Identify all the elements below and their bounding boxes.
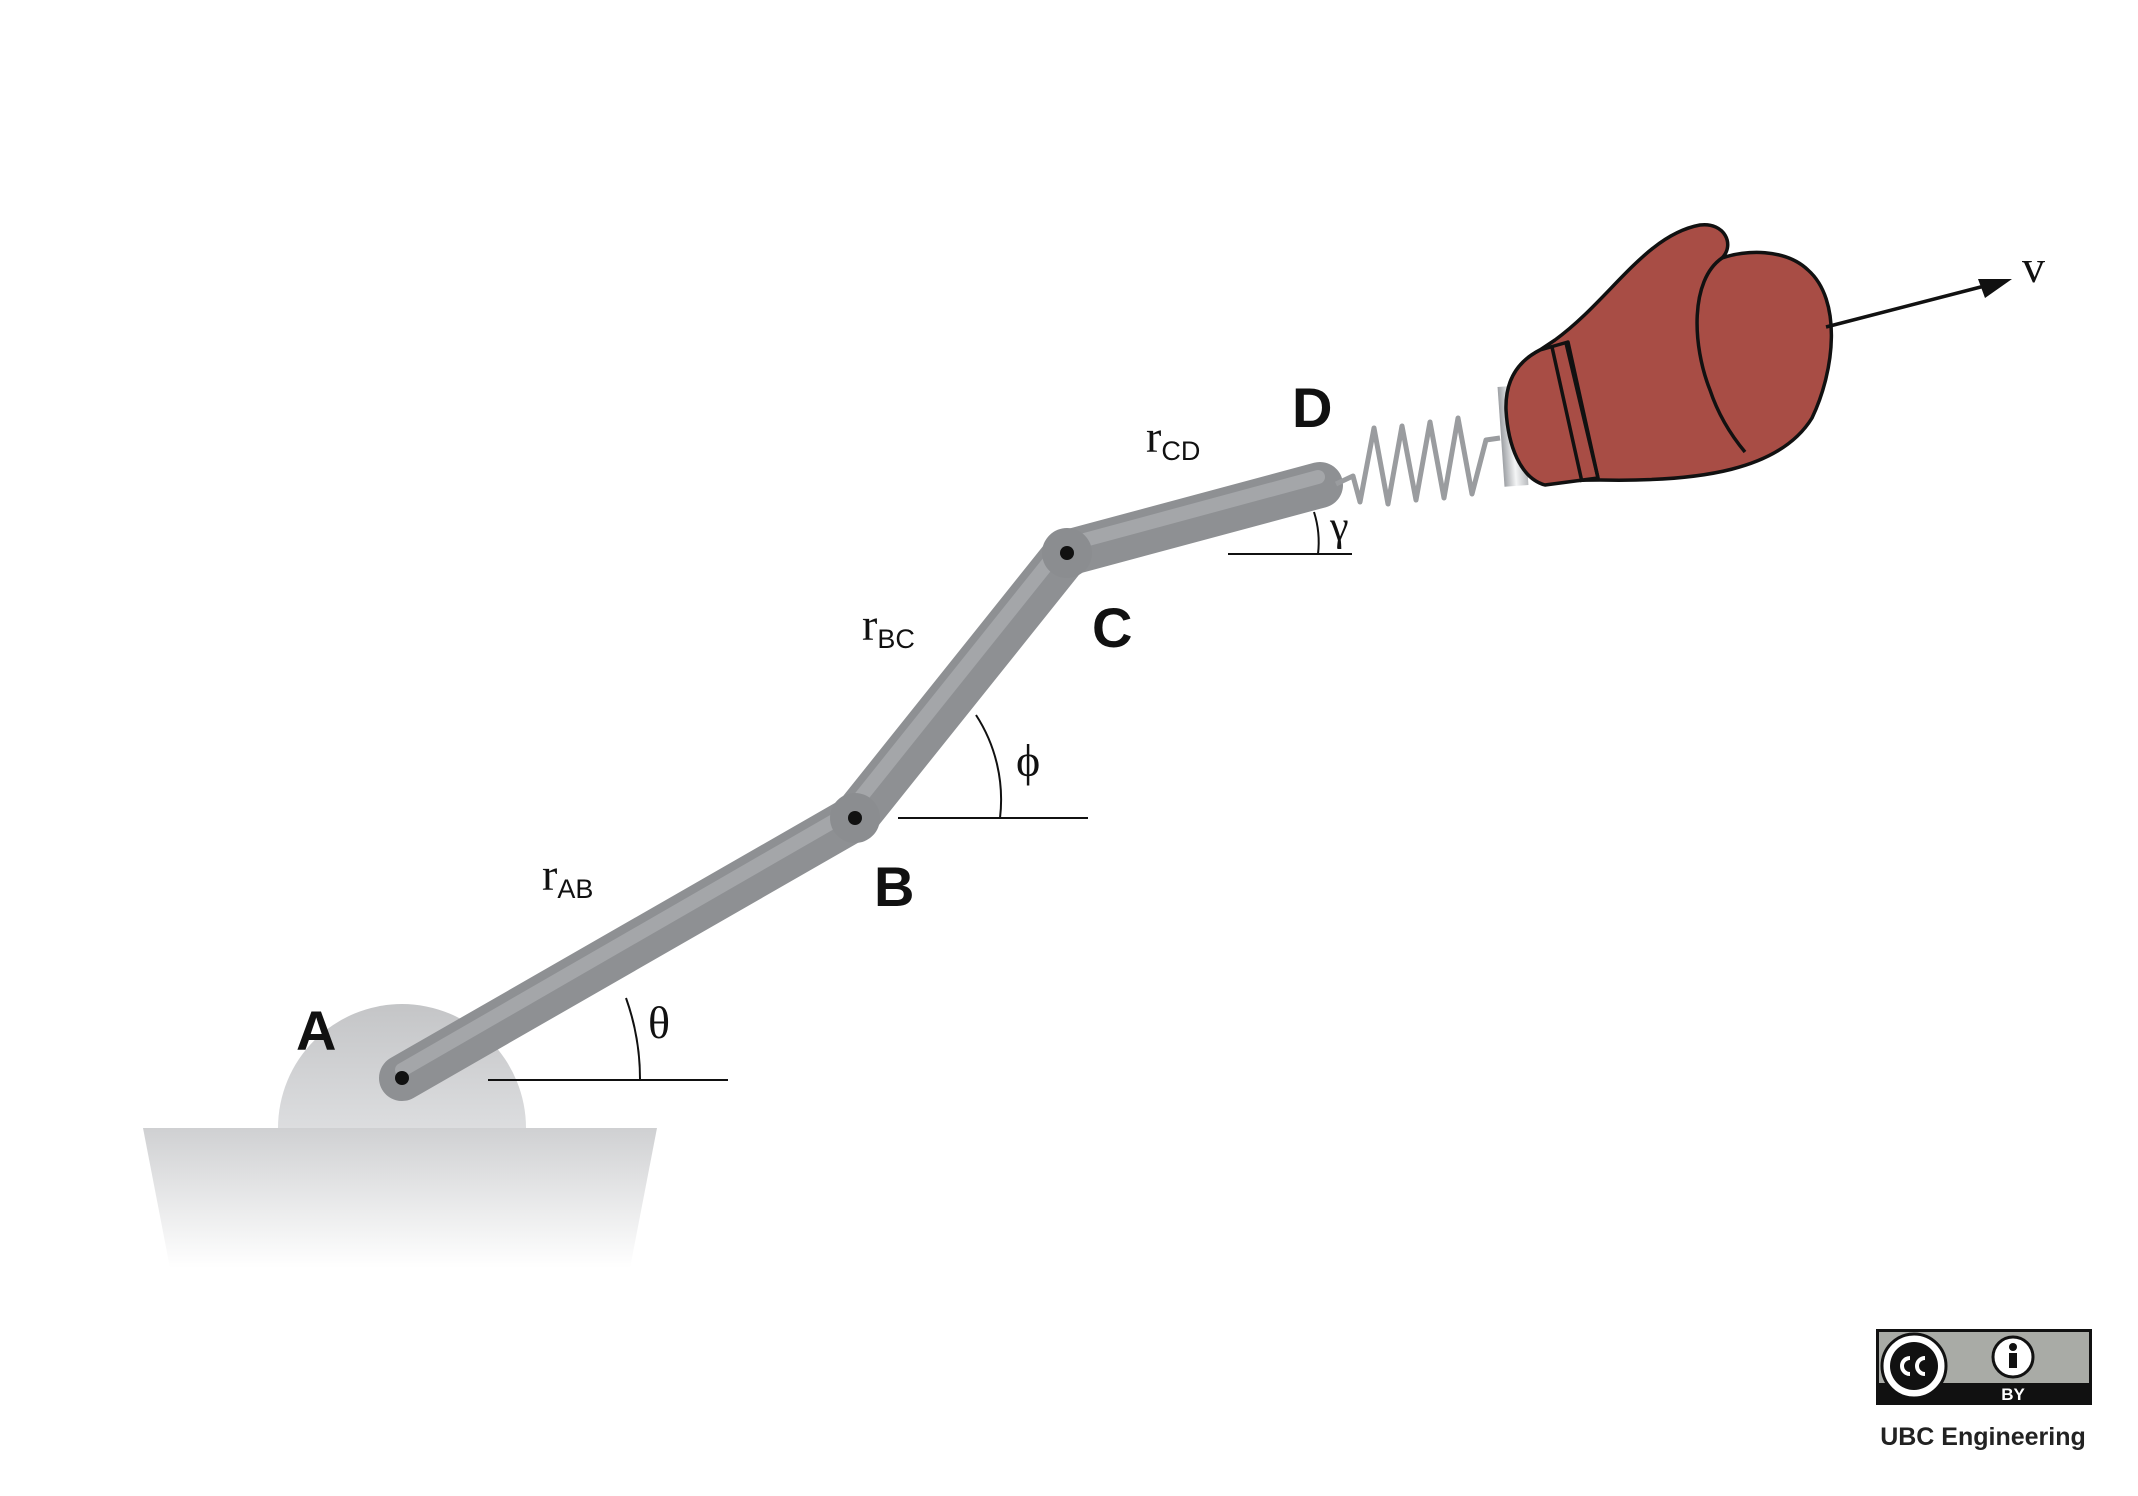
boxing-glove-icon	[1504, 223, 1834, 487]
gamma-arc	[1313, 511, 1320, 555]
link-label-bc: rBC	[862, 599, 915, 654]
linkage-arms	[379, 462, 1343, 1101]
angle-label-phi: ϕ	[1016, 735, 1040, 786]
glove-cuff-seam-2	[1564, 342, 1600, 479]
theta-arc	[625, 997, 642, 1081]
link-label-cd: rCD	[1146, 411, 1200, 466]
link-bc	[832, 530, 1090, 841]
link-bc-highlight	[842, 540, 1068, 819]
link-cd	[1044, 462, 1343, 576]
attribution-icon-head	[2009, 1343, 2017, 1351]
velocity-arrowhead-icon	[1978, 279, 2012, 298]
angle-references	[488, 511, 1352, 1081]
glove-thumb-line	[1695, 256, 1747, 454]
angle-label-gamma: γ	[1329, 504, 1349, 550]
ground-block	[143, 1128, 657, 1268]
license-by-text: BY	[2001, 1385, 2025, 1404]
phi-arc	[975, 714, 1003, 819]
attribution-icon-body	[2009, 1353, 2017, 1368]
spring	[1334, 415, 1501, 507]
pin-a	[395, 1071, 409, 1085]
cc-icon-inner	[1890, 1342, 1938, 1390]
point-label-c: C	[1092, 596, 1132, 659]
link-ab	[379, 795, 878, 1101]
glove-cuff-seam-1	[1550, 346, 1584, 483]
spring-coil	[1334, 415, 1501, 507]
pin-b	[848, 811, 862, 825]
velocity-arrow	[1825, 279, 2012, 329]
angle-label-theta: θ	[648, 997, 670, 1048]
link-label-ab: rAB	[542, 849, 593, 904]
link-label-bc-sub: BC	[877, 624, 915, 654]
link-ab-highlight	[395, 803, 860, 1077]
velocity-label: v	[2022, 241, 2045, 292]
velocity-arrow-shaft	[1825, 280, 2001, 329]
link-cd-highlight	[1059, 470, 1325, 552]
point-label-d: D	[1292, 376, 1332, 439]
pin-c	[1060, 546, 1074, 560]
cc-icon-letter-2	[1915, 1356, 1926, 1376]
link-label-cd-sub: CD	[1161, 436, 1200, 466]
point-label-a: A	[296, 999, 336, 1062]
point-label-b: B	[874, 855, 914, 918]
joint-pins	[395, 546, 1074, 1085]
link-label-cd-base: r	[1146, 411, 1161, 462]
credit-text: UBC Engineering	[1880, 1423, 2086, 1451]
ground-support	[143, 1004, 657, 1268]
cc-icon-letter-1	[1900, 1356, 1911, 1376]
cc-by-license-badge: BY	[1876, 1329, 2092, 1405]
link-label-ab-sub: AB	[557, 874, 593, 904]
link-label-ab-base: r	[542, 849, 557, 900]
link-label-bc-base: r	[862, 599, 877, 650]
